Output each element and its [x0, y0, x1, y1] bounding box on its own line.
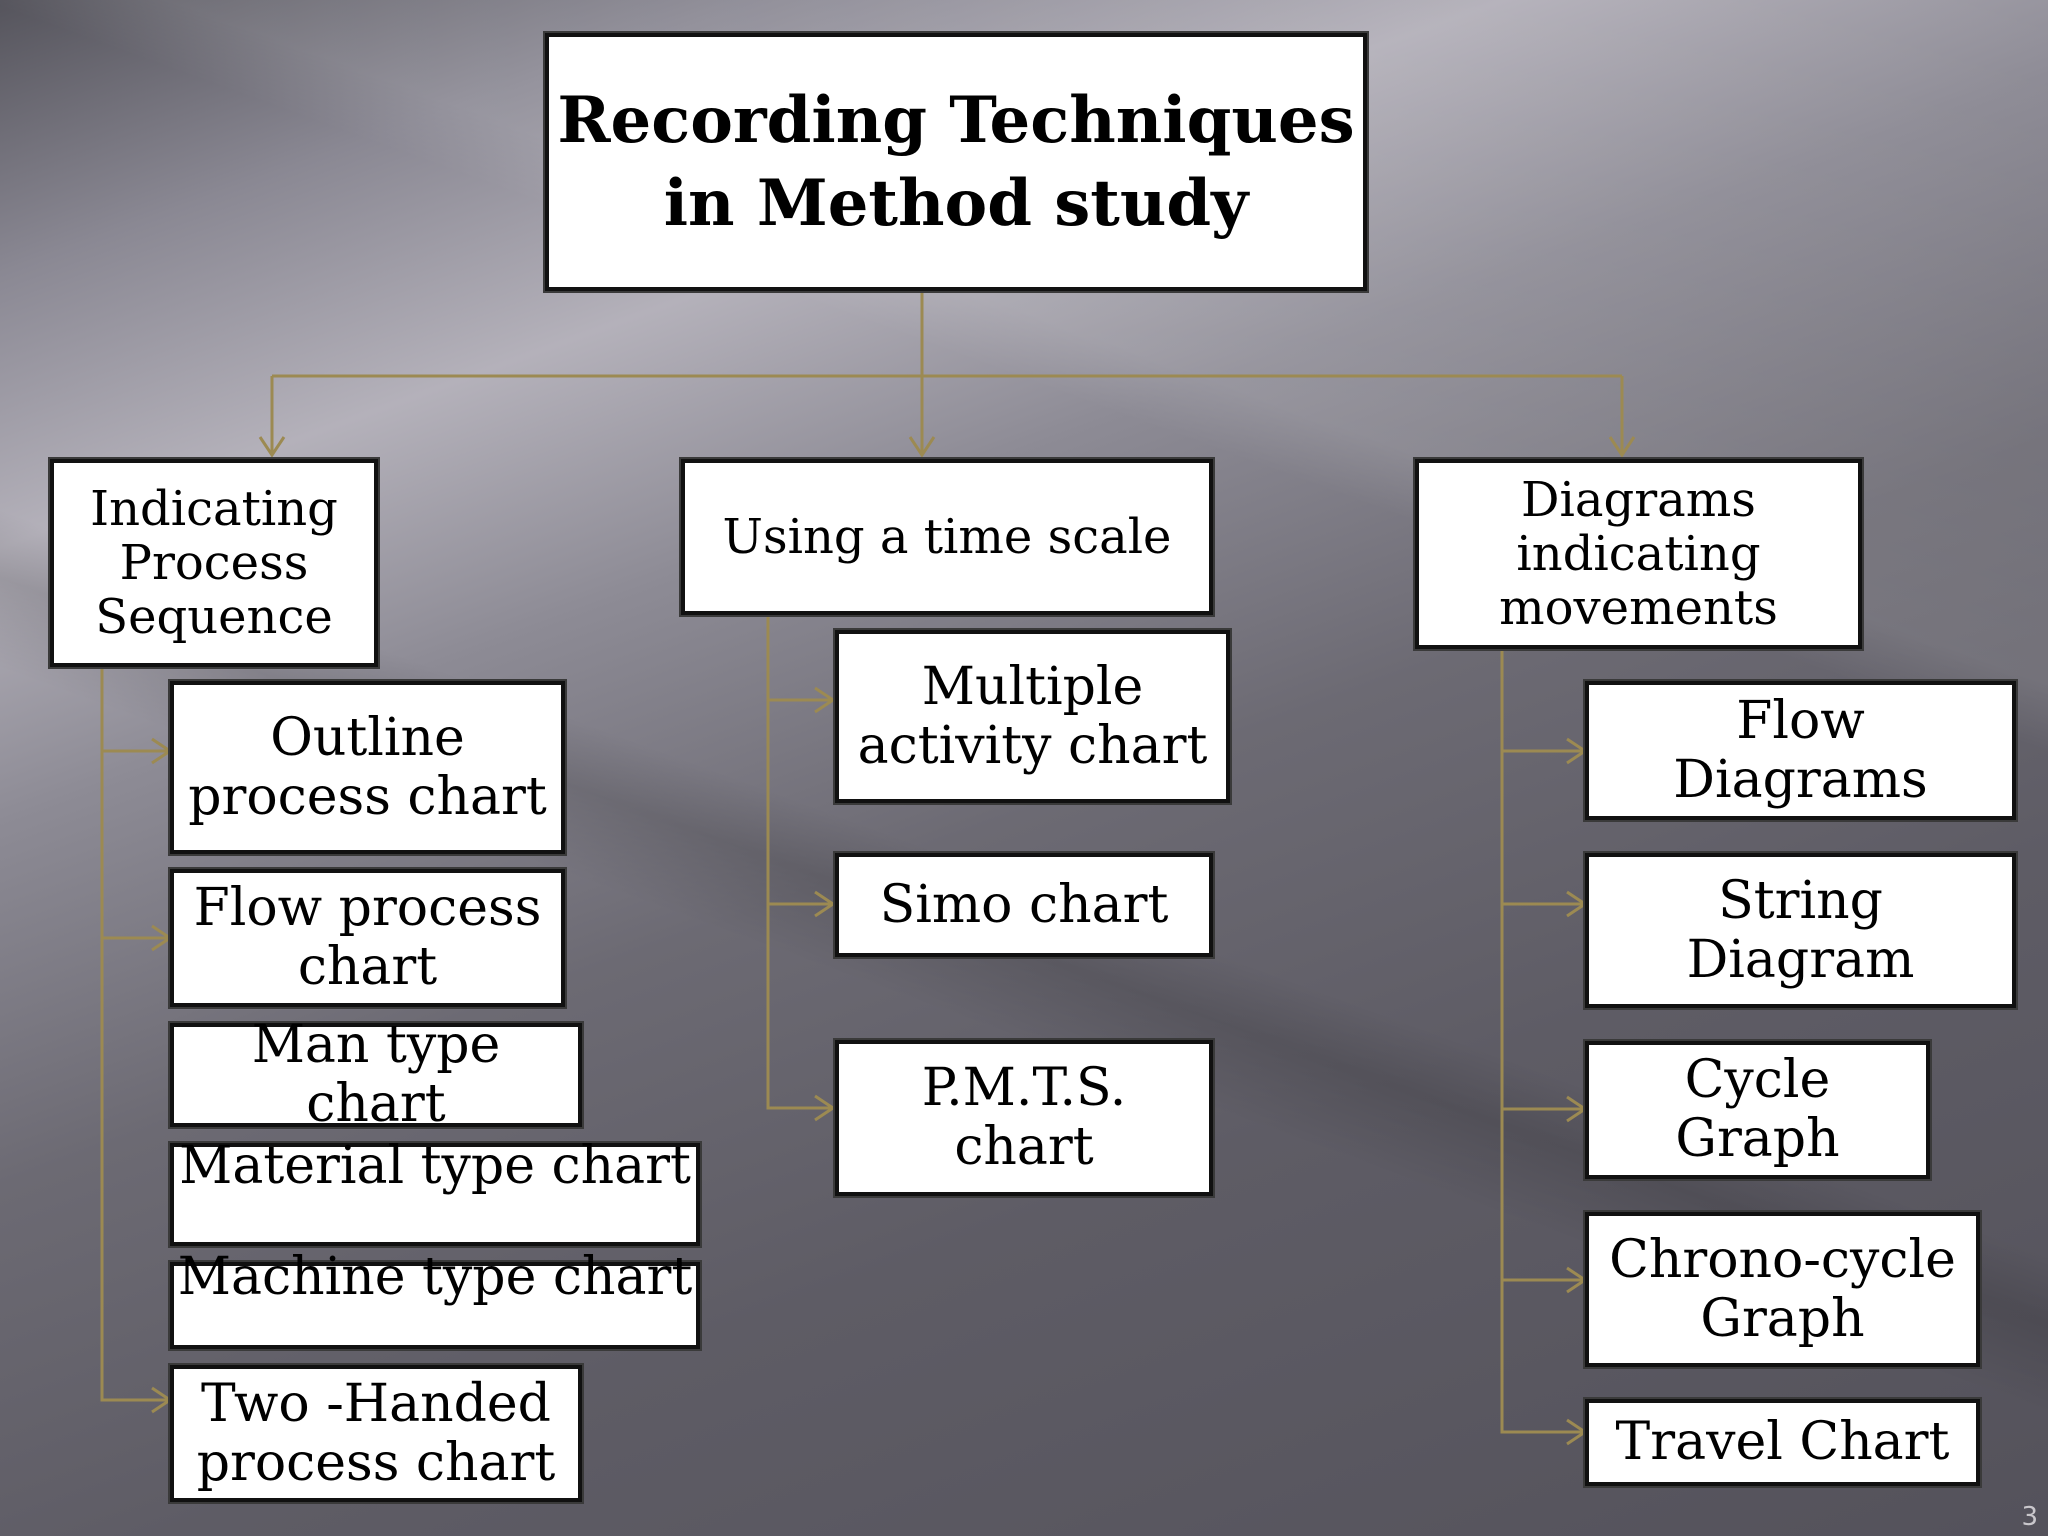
technique-box: Simo chart	[835, 853, 1213, 957]
technique-box: Flow process chart	[170, 869, 565, 1007]
diagram-title-box: Recording Techniques in Method study	[545, 33, 1367, 291]
connector-middle-trunk	[766, 615, 833, 1110]
category-using-time-scale: Using a time scale	[681, 459, 1213, 615]
arrowhead	[814, 686, 836, 714]
category-label: Indicating Process Sequence	[90, 480, 338, 646]
technique-label: Chrono-cycle Graph	[1609, 1229, 1956, 1349]
technique-label: Simo chart	[879, 874, 1169, 935]
technique-box: Travel Chart	[1585, 1399, 1980, 1486]
connector-left-trunk	[100, 668, 170, 1402]
technique-box: Two -Handed process chart	[170, 1365, 582, 1502]
technique-label: Machine type chart	[177, 1247, 693, 1307]
category-label: Diagrams indicating movements	[1499, 471, 1778, 637]
technique-box: Man type chart	[170, 1016, 582, 1133]
arrowhead	[1608, 436, 1636, 458]
arrowhead	[258, 436, 286, 458]
category-indicating-process-sequence: Indicating Process Sequence	[50, 459, 378, 667]
technique-box: Flow Diagrams	[1585, 681, 2016, 820]
category-label: Using a time scale	[722, 508, 1172, 565]
technique-box: String Diagram	[1585, 853, 2016, 1008]
technique-label: Flow Diagrams	[1673, 690, 1928, 810]
technique-label: P.M.T.S. chart	[921, 1058, 1127, 1177]
technique-box: Machine type chart	[170, 1248, 700, 1349]
technique-box: P.M.T.S. chart	[835, 1040, 1213, 1196]
technique-label: Man type chart	[251, 1015, 501, 1134]
technique-box: Multiple activity chart	[835, 630, 1230, 803]
technique-box: Material type chart	[170, 1137, 700, 1246]
slide-number: 3	[2021, 1502, 2038, 1532]
technique-box: Outline process chart	[170, 681, 565, 854]
arrowhead	[908, 436, 936, 458]
technique-label: Multiple activity chart	[857, 656, 1208, 776]
technique-label: Outline process chart	[188, 707, 547, 827]
technique-box: Cycle Graph	[1585, 1041, 1930, 1179]
technique-label: Travel Chart	[1615, 1412, 1950, 1473]
technique-box: Chrono-cycle Graph	[1585, 1212, 1980, 1367]
arrowhead	[814, 1094, 836, 1122]
technique-label: Two -Handed process chart	[196, 1373, 556, 1493]
category-diagrams-indicating-movements: Diagrams indicating movements	[1415, 459, 1862, 649]
connector-right-trunk	[1500, 648, 1585, 1434]
technique-label: Flow process chart	[193, 878, 542, 997]
arrowhead	[814, 890, 836, 918]
diagram-title: Recording Techniques in Method study	[557, 82, 1355, 241]
technique-label: Material type chart	[179, 1136, 691, 1196]
technique-label: Cycle Graph	[1675, 1050, 1840, 1169]
technique-label: String Diagram	[1686, 870, 1915, 990]
